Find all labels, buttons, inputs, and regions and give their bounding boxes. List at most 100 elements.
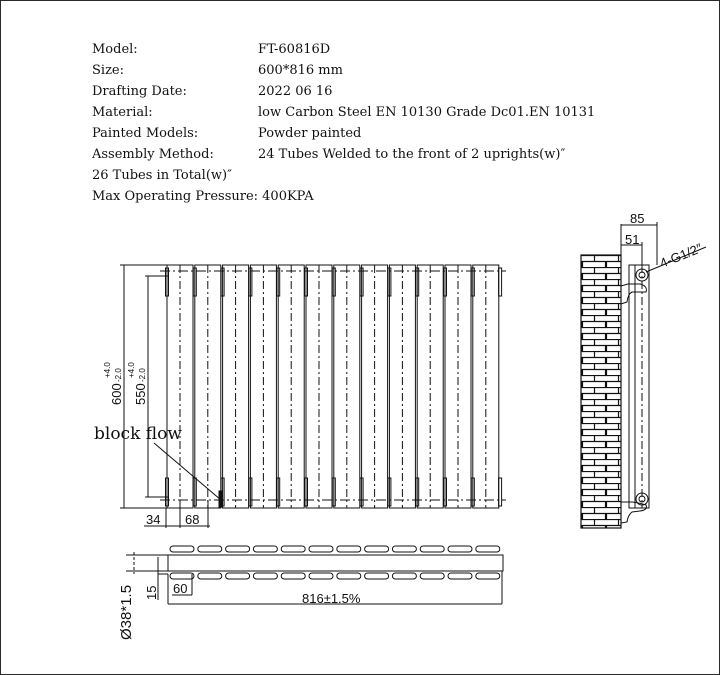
spec-value: low Carbon Steel EN 10130 Grade Dc01.EN … (258, 105, 596, 120)
upper-weld-tab (498, 267, 503, 297)
pitch-label: 68 (185, 512, 199, 527)
spec-value: Powder painted (258, 126, 362, 141)
front-tube (336, 572, 362, 580)
rear-tube (252, 545, 278, 553)
bottom-bracket (620, 501, 647, 524)
spec-model: Model: FT-60816D (92, 40, 330, 61)
spec-label: Painted Models: (92, 126, 199, 141)
front-tube (391, 572, 417, 580)
height-label: 600 (109, 383, 124, 405)
lower-weld-tab (415, 477, 420, 507)
spec-material: Material: low Carbon Steel EN 10130 Grad… (92, 103, 595, 124)
lower-weld-tab (498, 477, 503, 507)
radiator-column (220, 264, 250, 509)
radiator-column (359, 264, 389, 509)
upper-weld-tab (276, 267, 281, 297)
top-view-body (167, 554, 504, 572)
bottom-connection-inner (638, 495, 646, 503)
spec-label: Size: (92, 63, 124, 78)
spec-label: Drafting Date: (92, 84, 187, 99)
top-view-labels: Ø38*1.5 15 60 816±1.5% (118, 581, 361, 640)
spec-assembly-method: Assembly Method: 24 Tubes Welded to the … (92, 145, 565, 166)
offset-label: 34 (146, 512, 160, 527)
height-tol-plus: +4.0 (103, 362, 112, 378)
front-tube (364, 572, 390, 580)
spec-value: 600*816 mm (258, 63, 343, 78)
radiator-column (304, 264, 333, 509)
spec-block: Model: FT-60816D Size: 600*816 mm Drafti… (92, 40, 595, 208)
spec-label: Assembly Method: (92, 147, 214, 162)
lower-weld-tab (443, 477, 447, 507)
depth-label: 85 (630, 211, 644, 226)
spec-painted-models: Painted Models: Powder painted (92, 124, 361, 145)
block-flow-marker (218, 490, 223, 508)
spec-drafting-date: Drafting Date: 2022 06 16 (92, 82, 332, 103)
lower-weld-tab (248, 477, 253, 507)
radiator-column (415, 264, 444, 509)
rear-tube (225, 545, 251, 553)
top-connection-inner (638, 271, 646, 279)
spec-size: Size: 600*816 mm (92, 61, 343, 82)
front-tube (475, 572, 501, 580)
spec-label: Material: (92, 105, 153, 120)
front-view (120, 264, 506, 528)
spec-label: Max Operating Pressure: 400KPA (92, 189, 314, 204)
lower-weld-tab (359, 477, 364, 507)
front-tube (197, 572, 223, 580)
rear-tube (364, 545, 390, 553)
lower-weld-tab (387, 477, 392, 507)
spec-label: Model: (92, 42, 138, 57)
front-tube (280, 572, 306, 580)
side-upright-back (628, 264, 636, 509)
radiator-column (276, 264, 305, 509)
upper-weld-tab (165, 267, 169, 297)
radiator-columns (165, 264, 503, 509)
upper-weld-tab (387, 267, 392, 297)
side-view (580, 222, 707, 529)
lower-weld-tab (331, 477, 336, 507)
tube-diameter-label: Ø38*1.5 (118, 585, 135, 640)
front-tube (447, 572, 473, 580)
centers-label: 550 (133, 383, 148, 405)
spec-value: FT-60816D (258, 42, 331, 57)
connection-label: 4-G1/2″ (658, 240, 705, 271)
centers-tol-plus: +4.0 (127, 362, 136, 378)
brick-wall (580, 254, 622, 529)
front-view-labels: 600 +4.0 -2.0 550 +4.0 -2.0 block flow 3… (94, 362, 199, 527)
upper-weld-tab (331, 267, 336, 297)
lower-weld-tab (276, 477, 281, 507)
upper-weld-tab (220, 267, 225, 297)
rear-tube (169, 545, 195, 553)
block-flow-leader (153, 442, 222, 501)
upper-weld-tab (470, 267, 475, 297)
lower-weld-tab (165, 477, 169, 507)
radiator-column (443, 264, 472, 509)
connection-leader (645, 246, 707, 273)
top-bracket (620, 283, 647, 305)
upper-weld-tab (192, 267, 197, 297)
spec-value: 2022 06 16 (258, 84, 333, 99)
block-flow-label: block flow (94, 424, 182, 444)
height-tol-minus: -2.0 (114, 368, 123, 382)
offset-label: 51 (625, 232, 639, 247)
top-view (126, 545, 504, 605)
rear-tube (391, 545, 417, 553)
rear-tube (280, 545, 306, 553)
spec-value: 24 Tubes Welded to the front of 2 uprigh… (258, 147, 566, 162)
radiator-column (470, 264, 500, 509)
spec-max-pressure: Max Operating Pressure: 400KPA (92, 187, 314, 208)
upper-weld-tab (415, 267, 420, 297)
centers-tol-minus: -2.0 (138, 368, 147, 382)
upper-weld-tab (304, 267, 308, 297)
front-tube (225, 572, 251, 580)
radiator-column (248, 264, 277, 509)
rear-tube (308, 545, 334, 553)
radiator-column (192, 264, 222, 509)
front-tube (419, 572, 445, 580)
radiator-column (387, 264, 416, 509)
rear-tube (336, 545, 362, 553)
upper-weld-tab (443, 267, 447, 297)
radiator-column (165, 264, 194, 509)
upper-weld-tab (359, 267, 364, 297)
